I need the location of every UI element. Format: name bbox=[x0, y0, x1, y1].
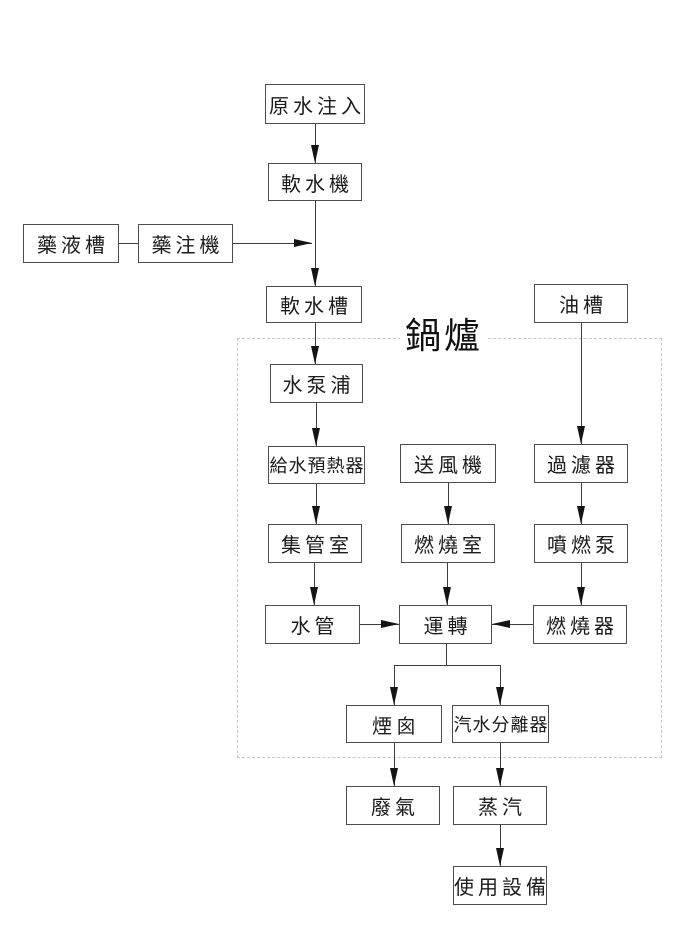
arrowhead-down-icon bbox=[577, 426, 585, 444]
node-soft-water-tank: 軟水槽 bbox=[266, 286, 362, 323]
connector-line bbox=[360, 624, 399, 625]
node-label: 軟水機 bbox=[281, 173, 353, 196]
arrowhead-down-icon bbox=[311, 145, 319, 163]
node-oil-tank: 油槽 bbox=[534, 284, 628, 323]
node-water-pipes: 水管 bbox=[265, 605, 360, 644]
node-label: 煙囪 bbox=[372, 715, 420, 738]
connector-line bbox=[315, 201, 316, 286]
node-chimney: 煙囪 bbox=[346, 705, 442, 743]
node-label: 給水預熱器 bbox=[269, 456, 365, 476]
node-chemical-tank: 藥液槽 bbox=[23, 224, 119, 263]
arrowhead-down-icon bbox=[496, 848, 504, 866]
connector-line bbox=[581, 563, 582, 605]
node-label: 運轉 bbox=[423, 616, 472, 638]
node-label: 集管室 bbox=[281, 535, 353, 557]
connector-line bbox=[315, 124, 316, 163]
arrowhead-down-icon bbox=[577, 506, 585, 524]
node-label: 汽水分離器 bbox=[453, 715, 549, 735]
node-blower: 送風機 bbox=[400, 444, 496, 483]
node-feedwater-preheater: 給水預熱器 bbox=[268, 446, 365, 484]
connector-line bbox=[447, 563, 448, 605]
node-label: 燃燒器 bbox=[546, 616, 618, 638]
boiler-section-title: 鍋爐 bbox=[400, 316, 489, 357]
node-label: 廢氣 bbox=[371, 797, 419, 819]
node-operation: 運轉 bbox=[399, 605, 492, 644]
node-label: 軟水槽 bbox=[280, 296, 352, 318]
connector-line bbox=[500, 665, 501, 705]
arrowhead-down-icon bbox=[444, 506, 452, 524]
node-combustion-chamber: 燃燒室 bbox=[401, 524, 495, 563]
node-consuming-equipment: 使用設備 bbox=[453, 866, 547, 905]
node-label: 原水注入 bbox=[269, 95, 365, 118]
node-steam-water-separator: 汽水分離器 bbox=[452, 705, 549, 743]
arrowhead-down-icon bbox=[310, 587, 318, 605]
arrowhead-down-icon bbox=[312, 428, 320, 446]
node-filter: 過濾器 bbox=[534, 444, 628, 483]
node-label: 油槽 bbox=[559, 295, 607, 317]
node-water-softener: 軟水機 bbox=[268, 163, 362, 201]
node-header-chamber: 集管室 bbox=[268, 524, 362, 563]
node-raw-water-inlet: 原水注入 bbox=[265, 84, 365, 124]
arrowhead-right-icon bbox=[294, 239, 312, 247]
arrowhead-down-icon bbox=[496, 687, 504, 705]
connector-line bbox=[394, 743, 395, 786]
node-burner: 燃燒器 bbox=[533, 605, 627, 644]
connector-line bbox=[119, 243, 138, 244]
connector-line bbox=[394, 665, 500, 666]
connector-line bbox=[446, 644, 447, 666]
connector-line bbox=[581, 483, 582, 524]
arrowhead-down-icon bbox=[496, 768, 504, 786]
node-burner-pump: 噴燃泵 bbox=[534, 524, 628, 563]
arrowhead-left-icon bbox=[492, 620, 510, 628]
node-label: 過濾器 bbox=[547, 455, 619, 477]
connector-line bbox=[581, 323, 582, 444]
node-label: 噴燃泵 bbox=[547, 535, 619, 557]
connector-line bbox=[316, 403, 317, 446]
node-label: 送風機 bbox=[414, 455, 486, 477]
node-waste-gas: 廢氣 bbox=[346, 786, 440, 825]
arrowhead-down-icon bbox=[443, 587, 451, 605]
connector-line bbox=[500, 743, 501, 786]
arrowhead-down-icon bbox=[311, 268, 319, 286]
node-label: 燃燒室 bbox=[414, 535, 486, 557]
node-water-pump: 水泵浦 bbox=[270, 364, 363, 403]
node-label: 水管 bbox=[290, 616, 339, 638]
node-label: 藥液槽 bbox=[37, 235, 109, 257]
connector-line bbox=[233, 243, 312, 244]
arrowhead-down-icon bbox=[577, 587, 585, 605]
arrowhead-right-icon bbox=[381, 620, 399, 628]
connector-line bbox=[500, 825, 501, 866]
connector-line bbox=[315, 323, 316, 364]
arrowhead-down-icon bbox=[311, 346, 319, 364]
arrowhead-down-icon bbox=[390, 768, 398, 786]
node-label: 蒸汽 bbox=[478, 797, 526, 819]
node-steam: 蒸汽 bbox=[453, 786, 547, 825]
connector-line bbox=[316, 484, 317, 524]
node-label: 藥注機 bbox=[151, 235, 224, 257]
connector-line bbox=[492, 624, 533, 625]
node-label: 水泵浦 bbox=[282, 375, 355, 397]
connector-line bbox=[448, 483, 449, 524]
connector-line bbox=[314, 563, 315, 605]
arrowhead-down-icon bbox=[390, 687, 398, 705]
connector-line bbox=[394, 665, 395, 705]
node-chemical-injector: 藥注機 bbox=[138, 224, 233, 263]
node-label: 使用設備 bbox=[454, 877, 550, 899]
arrowhead-down-icon bbox=[312, 506, 320, 524]
